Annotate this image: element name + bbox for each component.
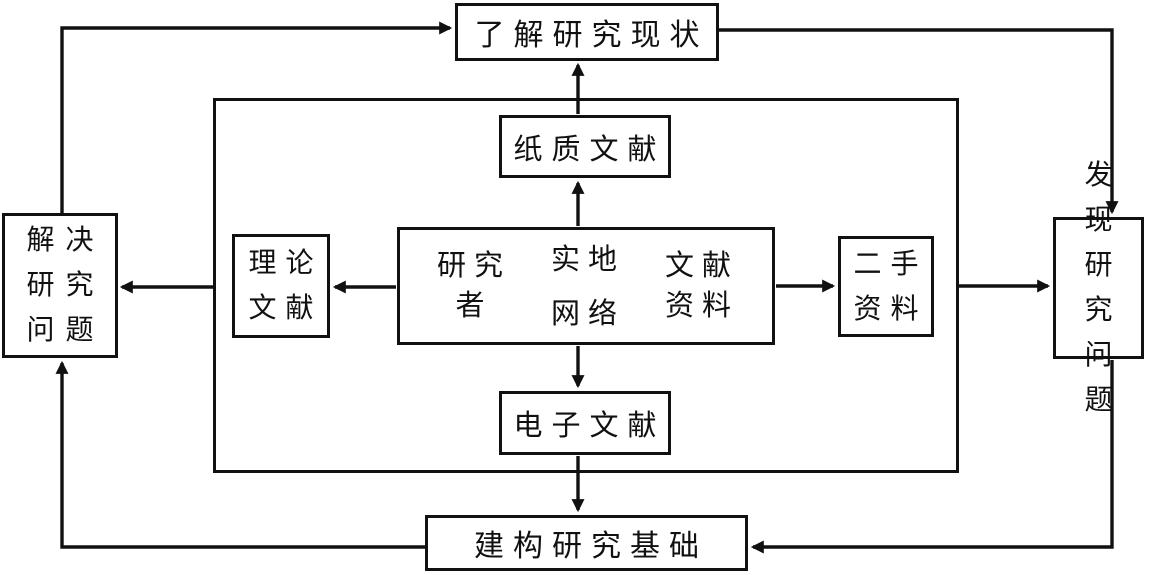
node-label: 者: [455, 290, 493, 322]
researcher-label: 研究 者: [412, 230, 528, 342]
node-researcher-flow: 研究 者 实地 网络 文献 资料: [397, 227, 775, 345]
node-label: 资料: [664, 290, 739, 322]
node-label: 二手: [853, 248, 928, 280]
node-theory-literature: 理论 文献: [232, 234, 330, 338]
channel-bottom-label: 网络: [550, 298, 625, 330]
node-label: 解决: [26, 225, 105, 256]
node-label: 问题: [1084, 340, 1124, 416]
inner-container: [213, 98, 959, 473]
node-secondhand-data: 二手 资料: [838, 236, 934, 337]
node-label: 文献: [248, 293, 323, 324]
node-label: 资料: [853, 293, 928, 325]
node-build-foundation: 建构研究基础: [425, 515, 748, 571]
node-label: 研究: [1084, 250, 1124, 326]
node-electronic-literature: 电子文献: [499, 391, 671, 455]
node-paper-literature: 纸质文献: [499, 115, 671, 178]
node-label: 研究: [436, 250, 511, 282]
node-label: 问题: [26, 315, 105, 346]
node-discover-problem: 发现 研究 问题: [1053, 160, 1144, 416]
node-label: 理论: [248, 248, 323, 279]
channel-top-label: 实地: [550, 244, 625, 276]
node-solve-problem: 解决 研究 问题: [2, 213, 118, 358]
node-label: 建构研究基础: [474, 530, 708, 563]
node-label: 文献: [664, 250, 739, 282]
node-label: 纸质文献: [513, 133, 666, 166]
node-understand-status: 了解研究现状: [455, 3, 719, 61]
node-label: 了解研究现状: [474, 19, 709, 52]
literature-data-label: 文献 资料: [640, 230, 756, 342]
node-label: 研究: [26, 270, 105, 301]
node-label: 电子文献: [513, 410, 666, 442]
node-label: 发现: [1084, 160, 1124, 236]
